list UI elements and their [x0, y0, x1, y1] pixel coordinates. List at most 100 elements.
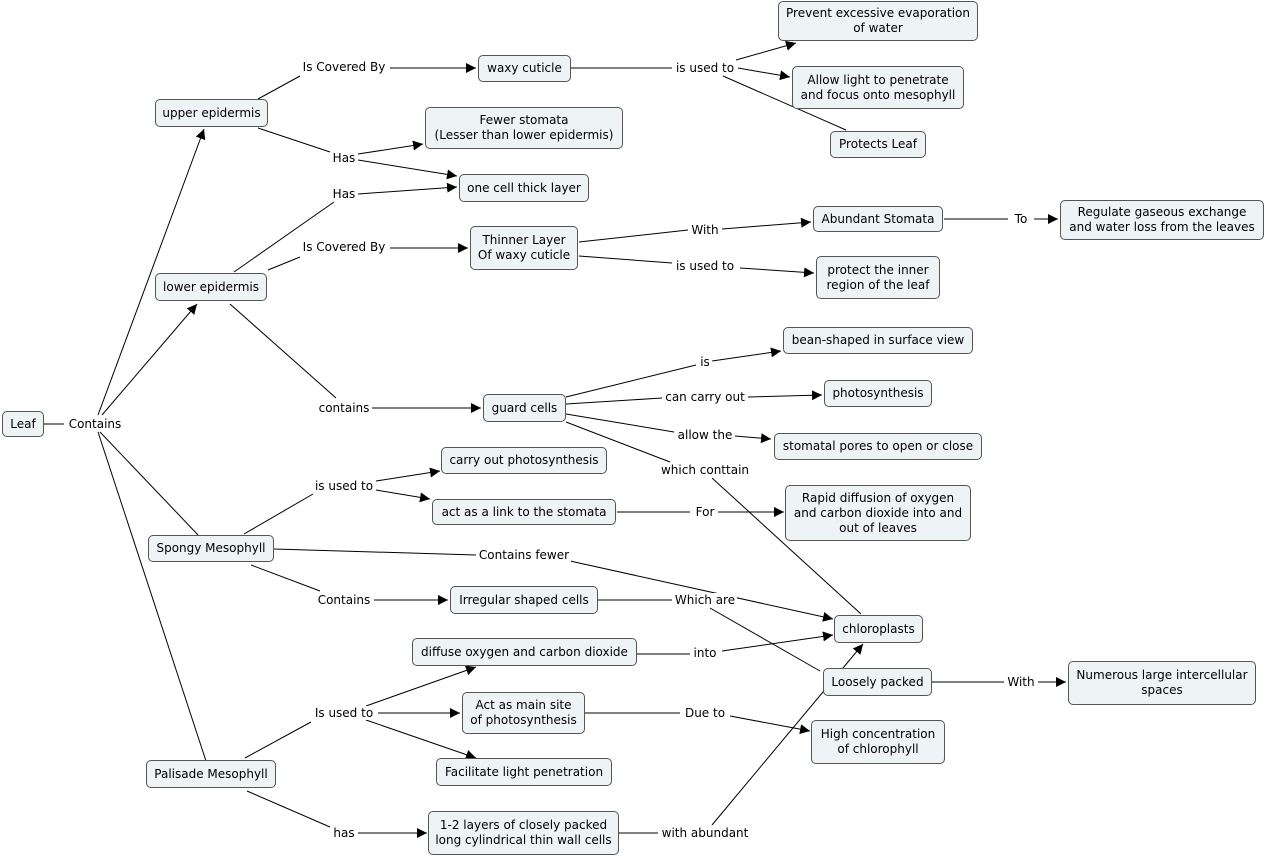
node-fewer-stomata-line2: (Lesser than lower epidermis) — [434, 128, 614, 142]
link-label-is-used-to-spongy: is used to — [312, 479, 376, 493]
node-protects-leaf[interactable]: Protects Leaf — [830, 131, 926, 158]
node-diffuse-gases-label: diffuse oxygen and carbon dioxide — [421, 644, 628, 659]
node-loosely-packed-label: Loosely packed — [831, 674, 924, 689]
link-label-is-guard: is — [698, 355, 712, 369]
link-label-is-covered-by-upper: Is Covered By — [300, 60, 388, 74]
node-fewer-stomata[interactable]: Fewer stomata(Lesser than lower epidermi… — [425, 107, 623, 149]
link-label-has-palisade: has — [331, 826, 357, 840]
link-label-into: into — [691, 646, 719, 660]
node-guard-cells-label: guard cells — [491, 400, 558, 415]
node-one-cell-thick-label: one cell thick layer — [467, 180, 581, 195]
link-label-is-used-to-wax: is used to — [673, 61, 737, 75]
node-regulate-gaseous-line1: Regulate gaseous exchange — [1077, 205, 1247, 219]
node-allow-light-line1: Allow light to penetrate — [807, 72, 949, 87]
node-allow-light-line2: and focus onto mesophyll — [800, 87, 956, 102]
node-photosynthesis-label: photosynthesis — [832, 386, 924, 400]
node-rapid-diffusion-line2: and carbon dioxide into and — [793, 505, 963, 520]
node-facilitate-light-label: Facilitate light penetration — [444, 764, 604, 779]
node-main-site-line2: of photosynthesis — [470, 713, 577, 727]
node-link-to-stomata[interactable]: act as a link to the stomata — [432, 499, 616, 525]
link-label-contains-spongy: Contains — [315, 593, 373, 607]
node-spongy-mesophyll-label: Spongy Mesophyll — [156, 541, 266, 555]
node-one-cell-thick[interactable]: one cell thick layer — [459, 174, 589, 202]
node-upper-epidermis-label: upper epidermis — [162, 105, 261, 120]
node-spongy-mesophyll[interactable]: Spongy Mesophyll — [148, 535, 274, 562]
node-protects-leaf-label: Protects Leaf — [839, 137, 917, 151]
node-leaf[interactable]: Leaf — [2, 411, 44, 437]
link-label-is-used-to-thin: is used to — [673, 259, 737, 273]
node-high-concentration-line2: of chlorophyll — [837, 742, 919, 756]
node-photosynthesis[interactable]: photosynthesis — [824, 380, 932, 407]
link-label-contains-fewer: Contains fewer — [476, 548, 572, 562]
node-palisade-mesophyll[interactable]: Palisade Mesophyll — [146, 760, 276, 788]
node-regulate-gaseous-line2: and water loss from the leaves — [1069, 220, 1255, 234]
link-label-is-covered-by-lower: Is Covered By — [300, 240, 388, 254]
link-label-to: To — [1012, 212, 1030, 226]
link-label-is-used-to-palisade: Is used to — [312, 706, 376, 720]
link-label-with-loosely: With — [1005, 675, 1037, 689]
node-leaf-label: Leaf — [10, 416, 36, 431]
node-abundant-stomata[interactable]: Abundant Stomata — [813, 206, 943, 232]
node-loosely-packed[interactable]: Loosely packed — [823, 668, 932, 696]
link-label-for: For — [693, 505, 717, 519]
node-lower-epidermis-label: lower epidermis — [163, 279, 259, 294]
node-chloroplasts-label: chloroplasts — [842, 621, 915, 636]
node-numerous-spaces-line1: Numerous large intercellular — [1076, 668, 1248, 682]
link-label-contains-lower: contains — [316, 401, 372, 415]
node-thinner-layer-line1: Thinner Layer — [482, 233, 566, 247]
node-stomatal-pores-label: stomatal pores to open or close — [782, 439, 974, 453]
node-rapid-diffusion-line1: Rapid diffusion of oxygen — [801, 490, 955, 505]
node-rapid-diffusion-line3: out of leaves — [839, 520, 917, 535]
node-waxy-cuticle-label: waxy cuticle — [487, 61, 562, 75]
node-stomatal-pores[interactable]: stomatal pores to open or close — [774, 433, 982, 460]
node-high-concentration-line1: High concentration — [820, 727, 936, 741]
link-label-has-lower: Has — [330, 187, 358, 201]
node-lower-epidermis[interactable]: lower epidermis — [155, 273, 267, 301]
node-carry-out-photosynthesis[interactable]: carry out photosynthesis — [441, 447, 607, 474]
node-layers-cells-line1: 1-2 layers of closely packed — [439, 818, 608, 832]
node-chloroplasts[interactable]: chloroplasts — [834, 615, 923, 643]
node-main-site-line1: Act as main site — [475, 698, 572, 712]
node-waxy-cuticle[interactable]: waxy cuticle — [478, 55, 571, 82]
node-bean-shaped[interactable]: bean-shaped in surface view — [783, 327, 973, 354]
node-irregular-cells[interactable]: Irregular shaped cells — [450, 586, 598, 614]
node-link-to-stomata-label: act as a link to the stomata — [441, 504, 607, 519]
node-protect-inner-line2: region of the leaf — [826, 277, 930, 292]
node-carry-out-photosynthesis-label: carry out photosynthesis — [449, 453, 599, 467]
node-abundant-stomata-label: Abundant Stomata — [821, 211, 935, 226]
node-guard-cells[interactable]: guard cells — [483, 394, 566, 422]
link-label-allow-the: allow the — [675, 428, 735, 442]
node-upper-epidermis[interactable]: upper epidermis — [155, 99, 268, 127]
node-irregular-cells-label: Irregular shaped cells — [459, 592, 589, 607]
link-label-has-upper: Has — [330, 151, 358, 165]
link-label-with-abundant: with abundant — [659, 826, 751, 840]
node-fewer-stomata-line1: Fewer stomata — [479, 113, 569, 127]
link-label-with-thin: With — [689, 223, 721, 237]
link-label-which-are: Which are — [672, 593, 738, 607]
node-bean-shaped-label: bean-shaped in surface view — [791, 333, 965, 347]
link-label-contains: Contains — [66, 417, 124, 431]
node-facilitate-light[interactable]: Facilitate light penetration — [436, 758, 612, 786]
node-layers-cells-line2: long cylindrical thin wall cells — [435, 833, 612, 847]
link-label-which-conttain: which conttain — [658, 463, 752, 477]
link-label-due-to: Due to — [682, 706, 728, 720]
node-numerous-spaces-line2: spaces — [1141, 683, 1183, 697]
node-palisade-mesophyll-label: Palisade Mesophyll — [154, 766, 268, 781]
node-protect-inner-line1: protect the inner — [827, 262, 929, 277]
node-prevent-evaporation-line2: of water — [853, 21, 903, 35]
node-diffuse-gases[interactable]: diffuse oxygen and carbon dioxide — [412, 638, 637, 666]
node-prevent-evaporation-line1: Prevent excessive evaporation — [786, 6, 970, 20]
link-label-can-carry-out: can carry out — [663, 390, 747, 404]
node-thinner-layer-line2: Of waxy cuticle — [477, 248, 571, 262]
